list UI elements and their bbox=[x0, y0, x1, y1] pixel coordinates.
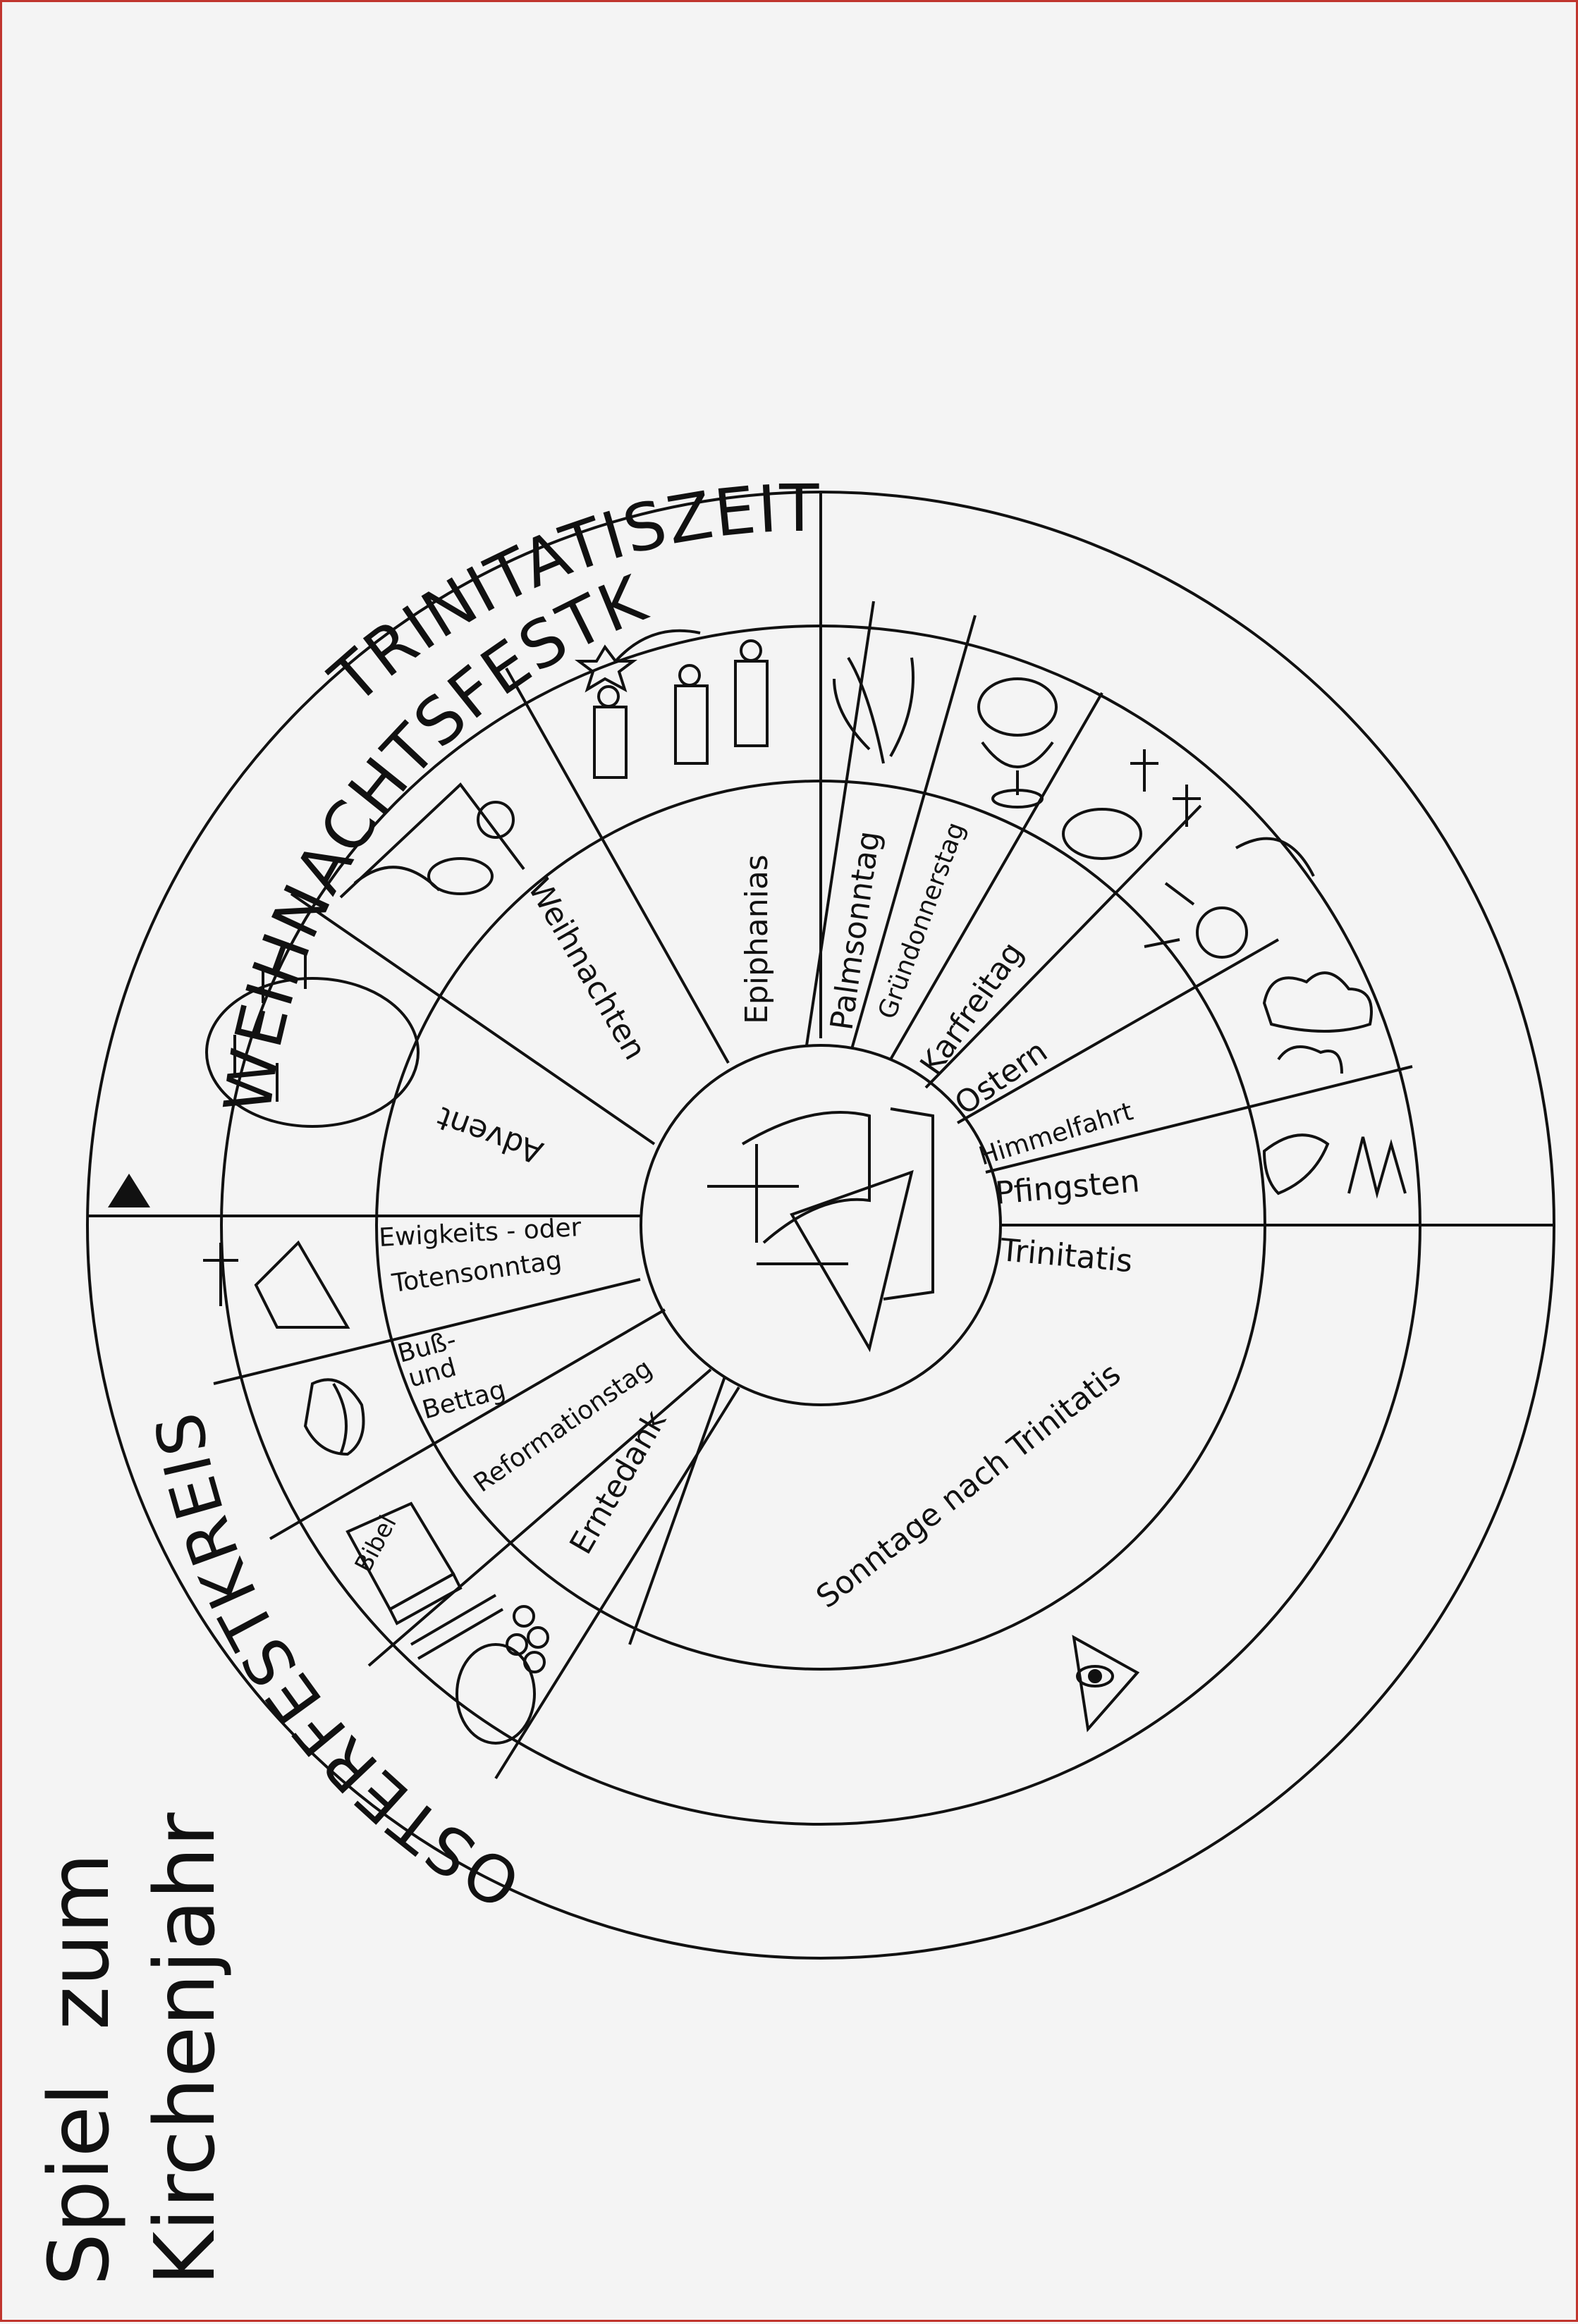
hub-church-ship-icon bbox=[707, 1109, 933, 1348]
start-triangle-icon bbox=[108, 1174, 150, 1207]
label-epiphanias: Epiphanias bbox=[739, 854, 775, 1024]
sunrise-tomb-icon bbox=[1144, 839, 1314, 957]
harvest-icon bbox=[411, 1595, 548, 1743]
label-himmelfahrt: Himmelfahrt bbox=[976, 1097, 1137, 1171]
bible-icon: Bibel bbox=[348, 1504, 460, 1623]
eye-triangle-icon bbox=[1074, 1637, 1137, 1729]
three-kings-icon bbox=[579, 631, 767, 777]
praying-hands-icon bbox=[305, 1379, 364, 1454]
caption-line-1: Spiel zum bbox=[30, 1852, 128, 2286]
crown-of-thorns-icon bbox=[1063, 749, 1201, 859]
label-pfingsten: Pfingsten bbox=[994, 1163, 1142, 1212]
chalice-bread-icon bbox=[979, 679, 1056, 807]
label-trinitatis: Trinitatis bbox=[998, 1232, 1134, 1279]
label-ewigkeit-line2: Totensonntag bbox=[390, 1246, 564, 1298]
dove-flames-icon bbox=[1264, 1135, 1405, 1193]
label-advent: Advent bbox=[432, 1099, 548, 1170]
clouds-icon bbox=[1264, 973, 1371, 1074]
caption-line-2: Kirchenjahr bbox=[136, 1812, 233, 2286]
palm-branches-icon bbox=[834, 658, 913, 763]
hub-ring bbox=[641, 1045, 1001, 1405]
label-sonntage-nach-trinitatis: Sonntage nach Trinitatis bbox=[809, 1356, 1127, 1616]
bible-label: Bibel bbox=[350, 1511, 403, 1578]
label-weihnachten: Weihnachten bbox=[520, 873, 653, 1066]
